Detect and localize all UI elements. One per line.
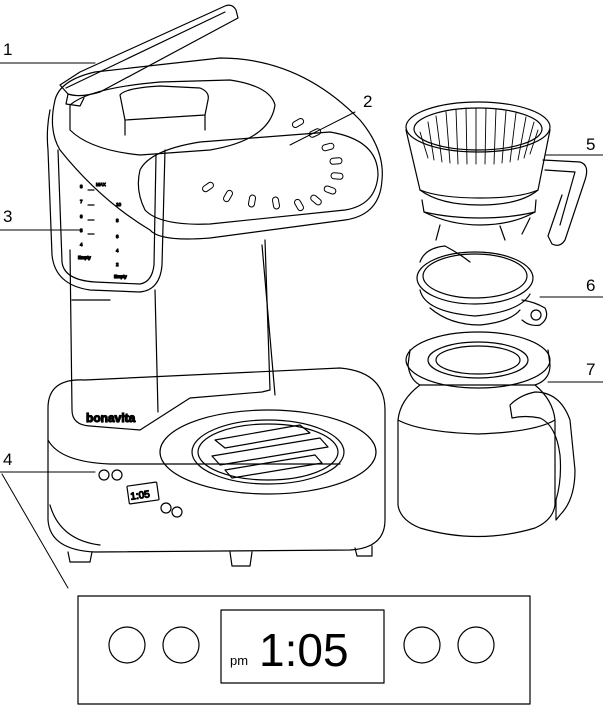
mark-right-2: 6 [116,234,119,239]
brewer-lid [59,4,239,97]
callout-numbers: 1 2 3 4 5 6 7 [3,40,595,469]
mini-display-time: 1:05 [130,489,151,503]
top-housing [51,57,383,240]
mark-right-4: 2 [116,262,119,267]
mini-button-1 [98,469,110,481]
panel-frame [77,595,531,705]
mark-left-0: 8 [80,184,83,189]
shower-vents [202,118,344,212]
panel-button-3 [403,626,441,664]
carafe-lid [416,245,548,327]
brewer: 8 7 6 5 4 Empty MAX 10 8 6 4 2 Empty [46,4,386,567]
callout-3: 3 [3,207,12,226]
callout-lines [0,62,603,589]
brewer-base [47,367,386,553]
callout-7: 7 [586,360,595,379]
enlarged-control-panel [77,595,531,705]
panel-button-2 [162,626,200,664]
reservoir-markings: 8 7 6 5 4 Empty MAX 10 8 6 4 2 Empty [77,181,128,279]
plate-ribs [211,424,329,479]
callout-6: 6 [586,276,595,295]
brewer-column [69,239,271,431]
mini-control-panel: 1:05 [98,469,183,518]
callout-4: 4 [3,450,12,469]
mini-button-4 [171,506,183,518]
display-time: 1:05 [259,624,349,676]
mini-button-2 [111,469,123,481]
water-reservoir [46,109,166,293]
brand-logo: bonavita [86,411,136,425]
mark-right-0: 10 [116,202,122,207]
callout-1: 1 [3,40,12,59]
mark-left-1: 7 [80,199,83,204]
mark-max: MAX [96,182,106,187]
filter-basket [405,101,588,246]
callout-5: 5 [586,135,595,154]
callout-2: 2 [363,92,372,111]
carafe [397,331,576,538]
display-meridiem: pm [230,653,248,668]
panel-display [220,609,385,684]
mark-left-2: 6 [80,214,83,219]
mark-right-5: Empty [114,274,128,279]
warming-plate [159,409,377,495]
mark-right-3: 4 [116,248,119,253]
mark-right-1: 8 [116,218,119,223]
mark-left-4: 4 [80,242,83,247]
mark-left-5: Empty [78,255,92,260]
panel-button-4 [457,626,495,664]
panel-button-1 [108,626,146,664]
mark-left-3: 5 [80,228,83,233]
mini-button-3 [160,502,172,514]
